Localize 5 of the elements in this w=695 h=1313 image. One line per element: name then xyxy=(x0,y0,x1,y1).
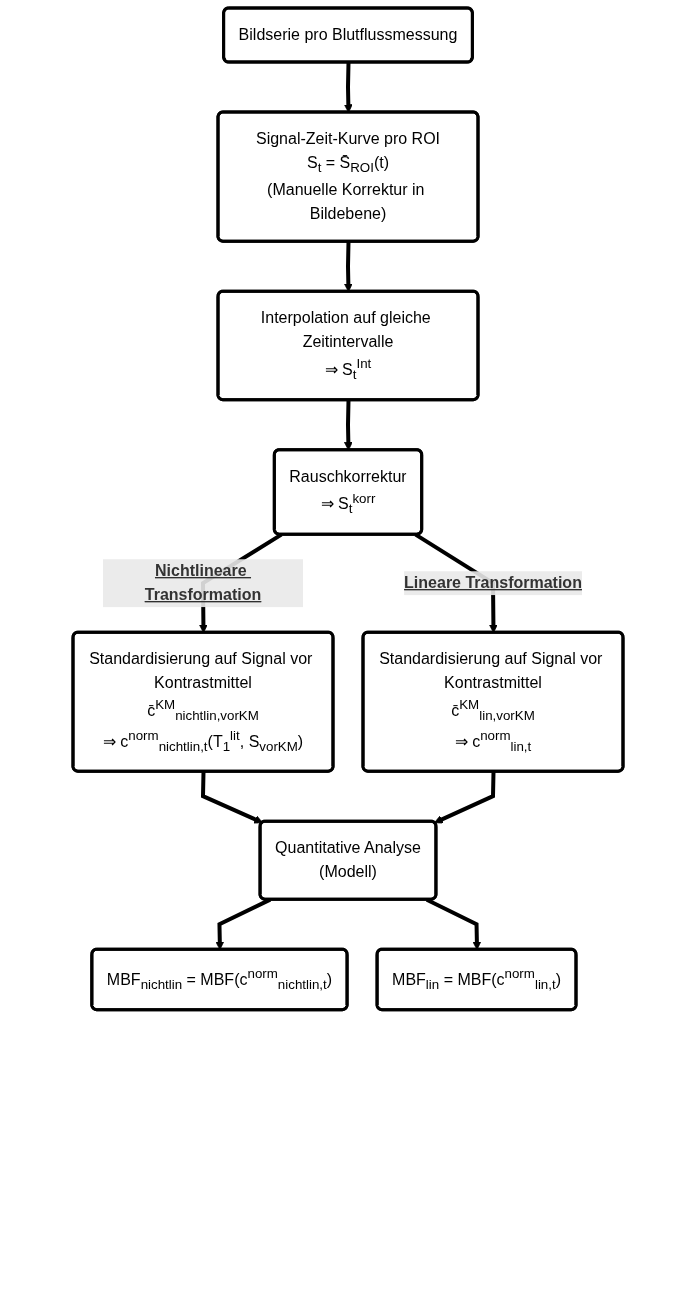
arrow xyxy=(343,62,353,113)
arrow xyxy=(200,771,263,824)
arrow xyxy=(433,771,495,824)
edge-label: Nichtlineare Transformation xyxy=(144,562,261,604)
edge-label: Lineare Transformation xyxy=(403,574,582,592)
